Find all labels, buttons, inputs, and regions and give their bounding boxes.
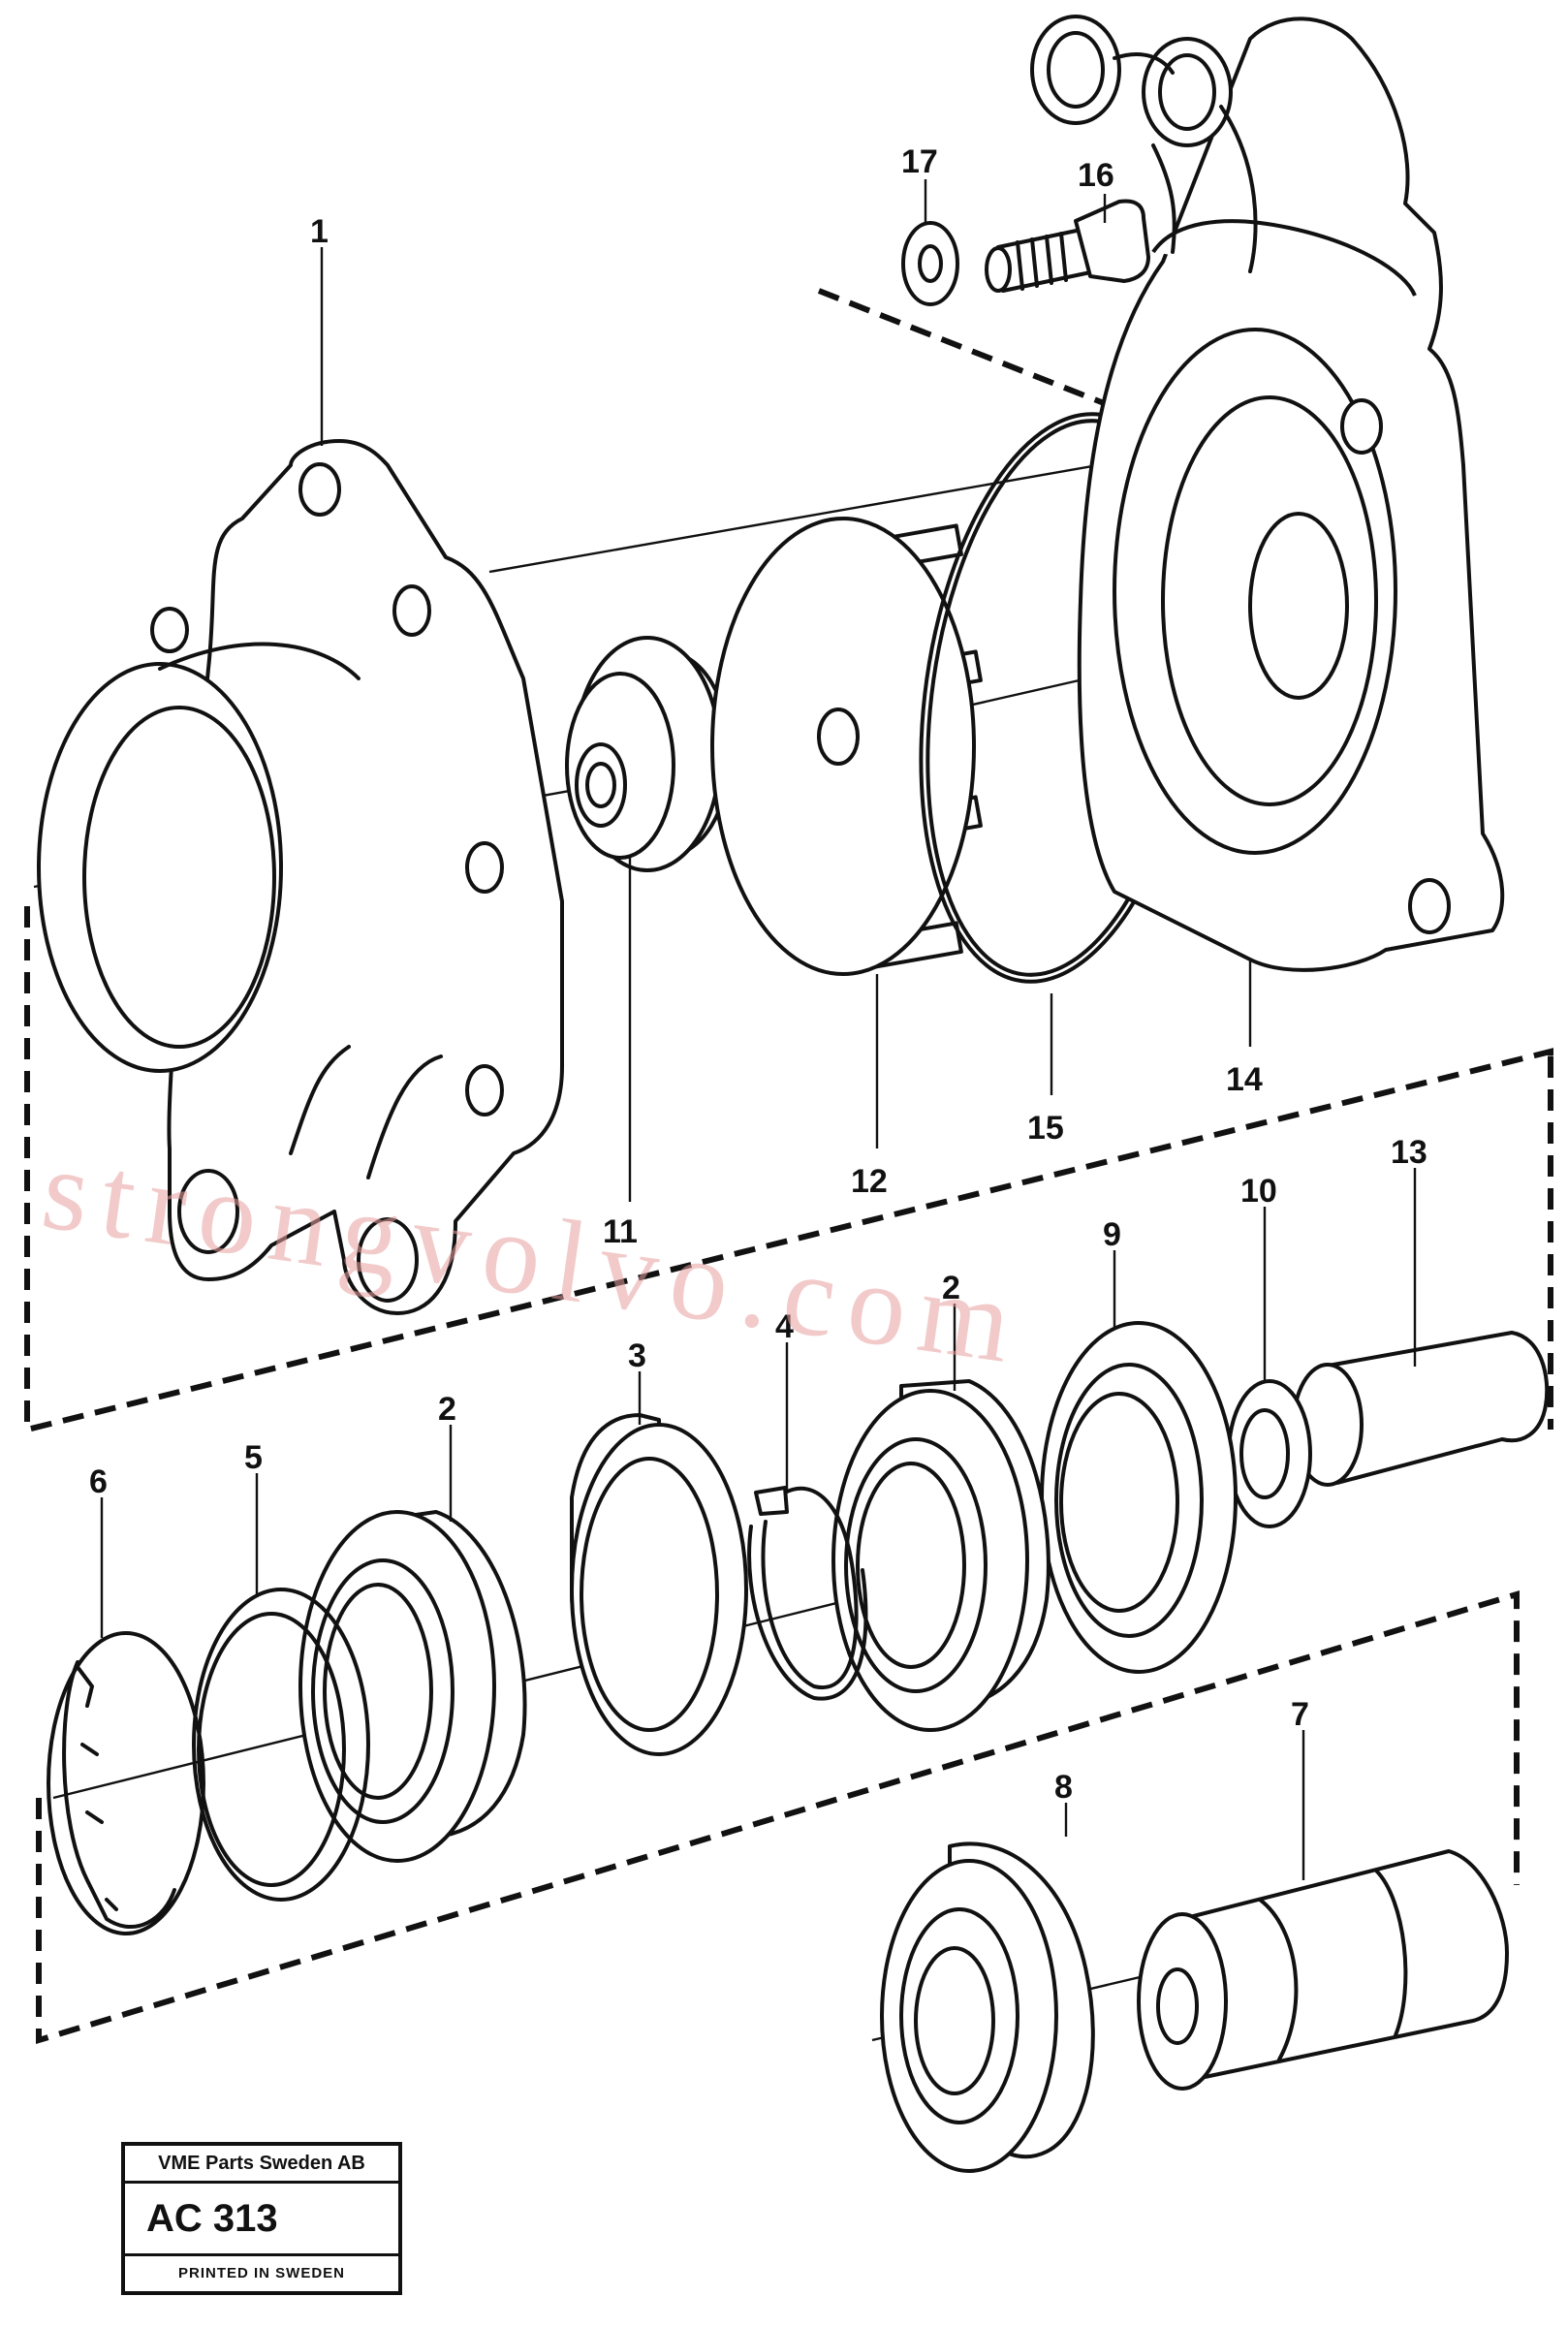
part-2-bearing-right [831, 1379, 1051, 1732]
part-4-circlip [747, 1486, 868, 1701]
label-16: 16 [1078, 157, 1114, 194]
part-16-bolt [985, 199, 1150, 293]
part-9-seal-ring [1040, 1321, 1238, 1674]
label-15: 15 [1027, 1110, 1064, 1147]
part-labels: 1 11 12 15 14 13 10 9 2 4 3 2 5 6 7 8 16… [89, 143, 1427, 1806]
part-17-washer [901, 221, 959, 306]
title-block-printed: PRINTED IN SWEDEN [177, 2265, 345, 2281]
part-7-shaft [1137, 1849, 1509, 2091]
part-2-bearing-left [298, 1510, 527, 1863]
label-9: 9 [1103, 1216, 1121, 1253]
label-1: 1 [310, 213, 329, 250]
label-8: 8 [1054, 1769, 1073, 1806]
label-7: 7 [1291, 1696, 1309, 1733]
title-block: VME Parts Sweden AB AC 313 PRINTED IN SW… [121, 2142, 402, 2295]
label-3: 3 [628, 1337, 646, 1374]
part-5-ring [192, 1588, 370, 1902]
part-8-pulley [880, 1841, 1095, 2173]
part-1-pump-housing [37, 439, 564, 1315]
label-4: 4 [775, 1308, 794, 1345]
axis-line-top [488, 454, 1154, 574]
label-5: 5 [244, 1439, 263, 1476]
title-block-company: VME Parts Sweden AB [125, 2146, 398, 2184]
part-14-pump-cover [1030, 15, 1505, 972]
label-17: 17 [901, 143, 938, 180]
label-14: 14 [1226, 1061, 1263, 1098]
dash-bracket-lower [36, 1589, 1520, 2045]
part-12-impeller [710, 517, 983, 976]
label-11: 11 [603, 1213, 638, 1250]
leader-lines [100, 179, 1417, 1880]
label-12: 12 [851, 1163, 888, 1200]
part-6-lock-ring [47, 1631, 205, 1935]
label-13: 13 [1391, 1134, 1427, 1171]
label-10: 10 [1240, 1173, 1277, 1210]
part-3-spacer-ring [570, 1413, 748, 1756]
part-13-sleeve [1292, 1331, 1550, 1487]
label-6: 6 [89, 1463, 108, 1500]
part-10-ring [1227, 1379, 1312, 1528]
title-block-code: AC 313 [125, 2184, 398, 2256]
part-11-seal [565, 636, 732, 872]
label-2-left: 2 [438, 1391, 456, 1428]
label-2-right: 2 [942, 1270, 960, 1306]
